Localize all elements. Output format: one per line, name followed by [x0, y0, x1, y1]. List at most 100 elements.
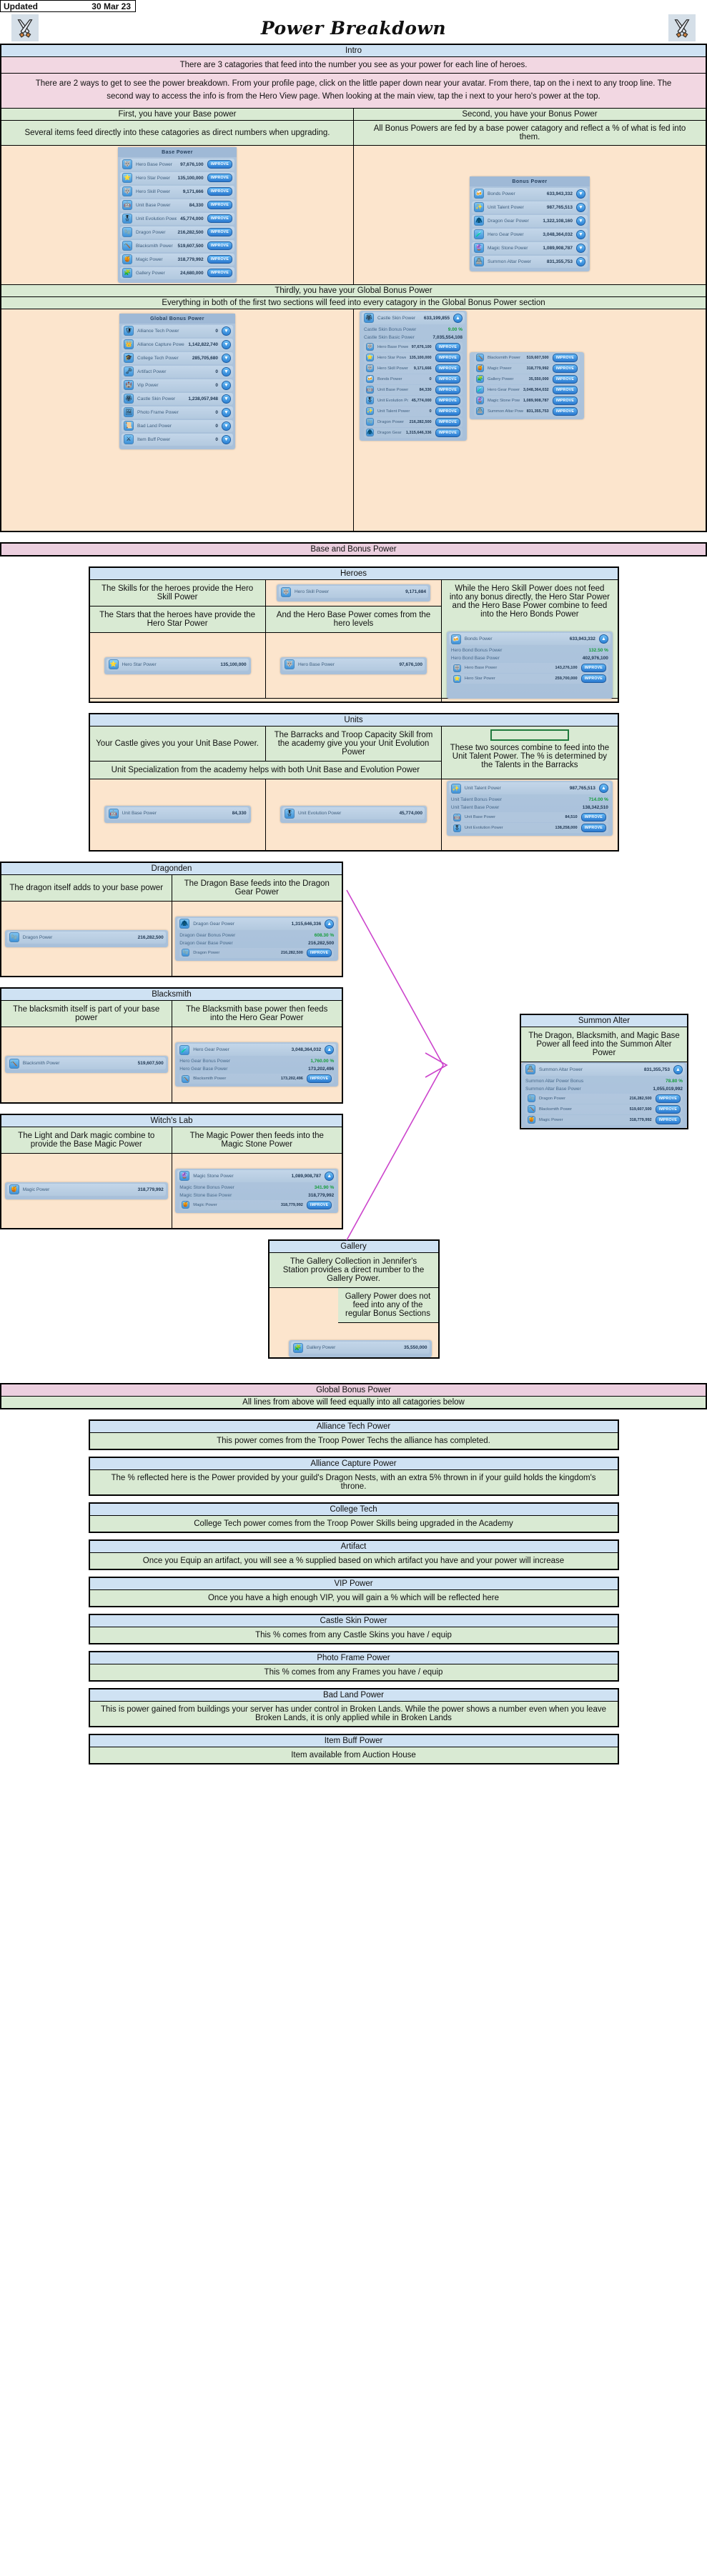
improve-button[interactable]: IMPROVE	[306, 1200, 332, 1209]
improve-button[interactable]: IMPROVE	[435, 353, 460, 362]
improve-button[interactable]: IMPROVE	[435, 385, 460, 394]
chevron-down-icon[interactable]: ▼	[576, 189, 585, 199]
chevron-up-icon[interactable]: ▲	[325, 1171, 335, 1181]
improve-button[interactable]: IMPROVE	[552, 385, 578, 394]
improve-button[interactable]: IMPROVE	[207, 187, 232, 196]
improve-button[interactable]: IMPROVE	[552, 353, 578, 362]
improve-button[interactable]: IMPROVE	[306, 948, 332, 957]
improve-button[interactable]: IMPROVE	[655, 1115, 681, 1124]
improve-button[interactable]: IMPROVE	[580, 813, 606, 822]
chevron-down-icon[interactable]: ▼	[576, 229, 585, 239]
improve-button[interactable]: IMPROVE	[580, 674, 606, 684]
improve-button[interactable]: IMPROVE	[207, 255, 232, 264]
improve-button[interactable]: IMPROVE	[435, 364, 460, 373]
chevron-up-icon[interactable]: ▲	[598, 634, 608, 644]
improve-button[interactable]: IMPROVE	[207, 174, 232, 183]
improve-button[interactable]: IMPROVE	[552, 406, 578, 416]
improve-button[interactable]: IMPROVE	[655, 1104, 681, 1114]
chevron-down-icon[interactable]: ▼	[222, 407, 231, 417]
chevron-down-icon[interactable]: ▼	[222, 380, 231, 390]
improve-button[interactable]: IMPROVE	[435, 342, 460, 351]
improve-button[interactable]: IMPROVE	[435, 428, 460, 437]
improve-button[interactable]: IMPROVE	[207, 201, 232, 210]
improve-button[interactable]: IMPROVE	[552, 374, 578, 384]
improve-button[interactable]: IMPROVE	[207, 214, 232, 224]
chevron-down-icon[interactable]: ▼	[222, 353, 231, 363]
chevron-up-icon[interactable]: ▲	[325, 1045, 335, 1055]
improve-button[interactable]: IMPROVE	[435, 374, 460, 384]
chevron-down-icon[interactable]: ▼	[222, 394, 231, 404]
chevron-down-icon[interactable]: ▼	[222, 434, 231, 444]
chevron-up-icon[interactable]: ▲	[673, 1064, 683, 1074]
improve-button[interactable]: IMPROVE	[580, 824, 606, 833]
improve-button[interactable]: IMPROVE	[207, 160, 232, 169]
improve-button[interactable]: IMPROVE	[207, 228, 232, 237]
improve-button[interactable]: IMPROVE	[306, 1074, 332, 1084]
chevron-down-icon[interactable]: ▼	[576, 216, 585, 226]
chevron-down-icon[interactable]: ▼	[222, 339, 231, 349]
chevron-up-icon[interactable]: ▲	[325, 919, 335, 929]
improve-button[interactable]: IMPROVE	[552, 396, 578, 405]
improve-button[interactable]: IMPROVE	[435, 406, 460, 416]
chevron-down-icon[interactable]: ▼	[576, 256, 585, 266]
chevron-up-icon[interactable]: ▲	[453, 313, 463, 323]
improve-button[interactable]: IMPROVE	[580, 664, 606, 673]
improve-button[interactable]: IMPROVE	[207, 241, 232, 251]
chevron-down-icon[interactable]: ▼	[222, 326, 231, 336]
